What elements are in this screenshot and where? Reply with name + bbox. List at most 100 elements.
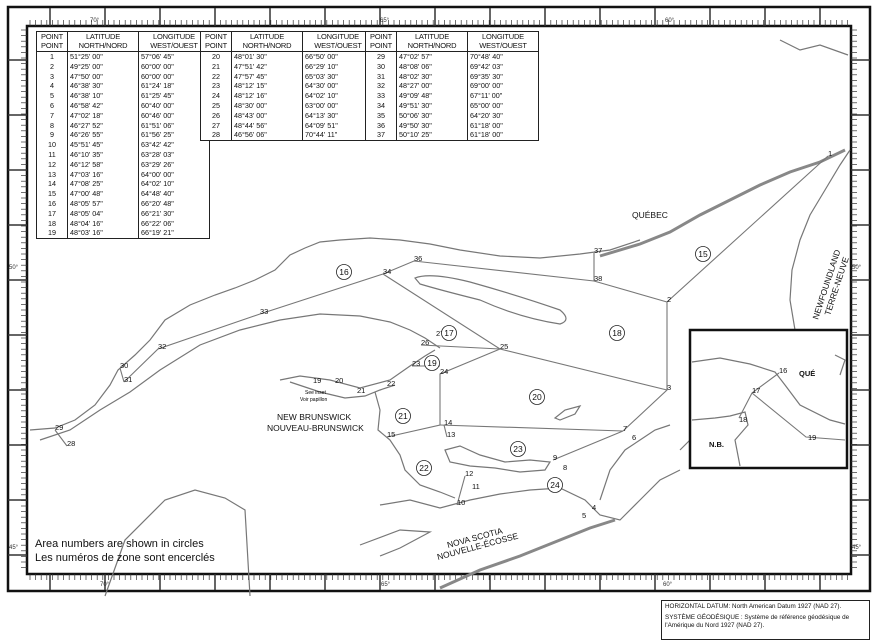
cell-lat: 49°50' 30" (396, 120, 468, 131)
cell-point: 20 (200, 51, 232, 62)
cell-point: 2 (36, 61, 68, 72)
cell-lat: 46°38' 10" (67, 91, 139, 101)
point-label: 1 (828, 149, 832, 158)
label-see-inset: See inset (305, 390, 326, 396)
cell-lon: 70°44' 11" (305, 130, 338, 140)
svg-text:50°: 50° (9, 265, 19, 271)
inset-point-label: 19 (808, 433, 816, 442)
cell-lon: 64°30' 00" (305, 81, 338, 91)
point-label: 31 (124, 375, 132, 384)
point-label: 7 (623, 424, 627, 433)
cell-lat: 48°05' 57" (67, 198, 139, 209)
cell-lon: 60°00' 00" (141, 71, 174, 81)
area-circle: 17 (441, 325, 457, 341)
cell-lon: 61°51' 06" (141, 120, 174, 130)
cell-point: 9 (36, 130, 68, 141)
point-label: 3 (667, 383, 671, 392)
point-label: 32 (158, 342, 166, 351)
cell-lat: 49°25' 00" (67, 61, 139, 72)
cell-lon: 65°03' 30" (305, 71, 338, 81)
cell-point: 33 (365, 91, 397, 101)
point-label: 14 (444, 418, 452, 427)
cell-point: 6 (36, 100, 68, 111)
svg-text:65°: 65° (381, 582, 391, 588)
svg-text:15: 15 (698, 249, 708, 259)
cell-point: 11 (36, 149, 68, 160)
cell-lon: 69°35' 30" (470, 71, 503, 81)
cell-lon: 60°46' 00" (141, 110, 174, 120)
area-circle: 20 (529, 389, 545, 405)
label-quebec: QUÉBEC (632, 210, 668, 220)
cell-lat: 48°12' 16" (231, 91, 303, 101)
cell-lon: 64°48' 40" (141, 189, 174, 199)
cell-lat: 46°10' 35" (67, 149, 139, 160)
cell-lat: 48°03' 16" (67, 228, 139, 239)
svg-text:16: 16 (339, 267, 349, 277)
point-label: 30 (120, 361, 128, 370)
point-label: 12 (465, 469, 473, 478)
cell-point: 21 (200, 61, 232, 72)
point-label: 21 (357, 386, 365, 395)
cell-lat: 47°00' 48" (67, 189, 139, 199)
svg-text:19: 19 (427, 358, 437, 368)
cell-lat: 49°09' 48" (396, 91, 468, 101)
cell-lat: 46°12' 58" (67, 159, 139, 170)
cell-point: 25 (200, 100, 232, 111)
svg-text:23: 23 (513, 444, 523, 454)
area-circle: 24 (547, 477, 563, 493)
inset-point-label: 16 (779, 366, 787, 375)
cell-point: 13 (36, 169, 68, 180)
point-label: 11 (472, 482, 480, 491)
point-label: 5 (582, 511, 586, 520)
cell-lat: 48°30' 00" (231, 100, 303, 111)
point-label: 6 (632, 433, 636, 442)
svg-text:70°: 70° (90, 18, 100, 24)
inset-label-que: QUÉ (799, 369, 815, 378)
point-label: 33 (260, 307, 268, 316)
area-circle: 15 (695, 246, 711, 262)
point-label: 37 (594, 246, 602, 255)
cell-point: 17 (36, 208, 68, 219)
cell-lat: 47°50' 00" (67, 71, 139, 82)
svg-text:70°: 70° (100, 582, 110, 588)
svg-text:50°: 50° (852, 265, 862, 271)
cell-lon: 67°11' 00" (470, 91, 503, 101)
area-circle: 16 (336, 264, 352, 280)
svg-text:17: 17 (444, 328, 454, 338)
cell-lat: 47°02' 57" (396, 51, 468, 62)
cell-lon: 66°29' 10" (305, 61, 338, 71)
cell-lon: 66°22' 06" (141, 218, 174, 228)
area-note-fr: Les numéros de zone sont encerclés (35, 552, 215, 564)
label-voir-papillon: Voir papillon (300, 397, 327, 403)
area-circle: 21 (395, 408, 411, 424)
cell-point: 15 (36, 189, 68, 199)
svg-text:60°: 60° (663, 582, 673, 588)
cell-lat: 46°58' 42" (67, 100, 139, 111)
area-circle: 18 (609, 325, 625, 341)
area-circle: 19 (424, 355, 440, 371)
cell-lat: 48°44' 56" (231, 120, 303, 131)
cell-lon: 69°00' 00" (470, 81, 503, 91)
point-label: 28 (67, 439, 75, 448)
cell-point: 7 (36, 110, 68, 121)
cell-point: 34 (365, 100, 397, 111)
cell-point: 12 (36, 159, 68, 170)
